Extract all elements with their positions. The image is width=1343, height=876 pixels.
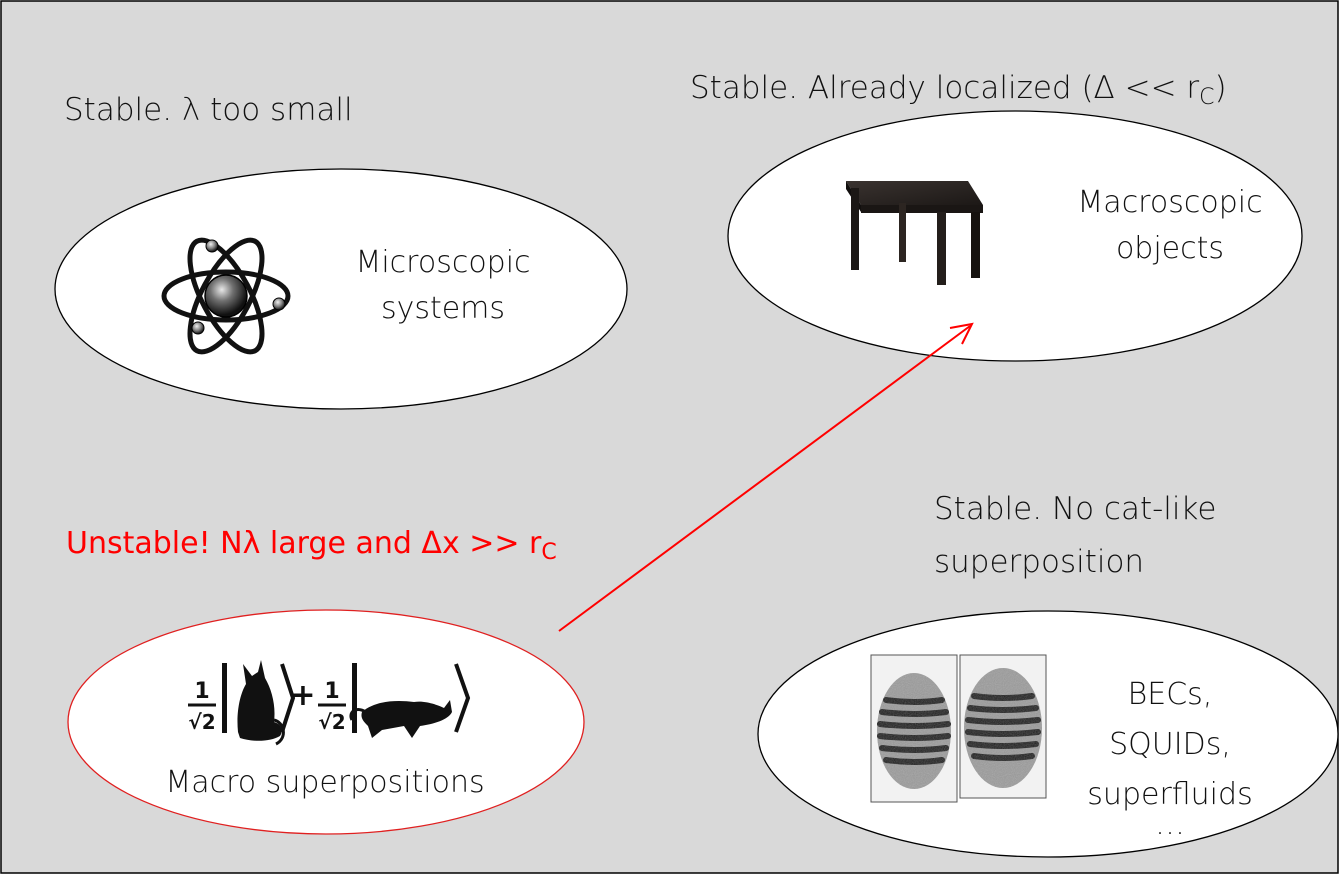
- caption-macroscopic-stable: Stable. Already localized (Δ << rC): [690, 70, 1227, 110]
- fraction-denominator-2: √2: [318, 710, 345, 734]
- microscopic-line1: Microscopic: [355, 245, 531, 280]
- atom-icon: [161, 237, 291, 355]
- caption-unstable-prefix: Unstable! Nλ large and Δx >> r: [66, 526, 542, 561]
- fraction-numerator-2: 1: [324, 679, 339, 704]
- caption-macroscopic-subscript: C: [1199, 85, 1215, 110]
- ellipse-macroscopic: [727, 110, 1303, 362]
- macroscopic-objects-label: Macroscopic objects: [1040, 180, 1300, 272]
- macro-superpositions-text: Macro superpositions: [165, 765, 485, 800]
- interference-fringes-image: [870, 654, 1047, 803]
- caption-macroscopic-suffix: ): [1214, 70, 1227, 106]
- plus-sign: +: [290, 678, 315, 713]
- macro-superpositions-label: Macro superpositions: [120, 760, 530, 806]
- condensates-line4: …: [1155, 807, 1185, 842]
- condensates-line3: superfluids: [1087, 777, 1253, 812]
- caption-unstable-subscript: C: [541, 540, 557, 565]
- caption-condensates-line1: Stable. No cat-like: [934, 491, 1217, 527]
- caption-macroscopic-prefix: Stable. Already localized (Δ << r: [690, 70, 1200, 106]
- caption-condensates-line2: superposition: [934, 544, 1145, 580]
- red-arrow: [558, 322, 974, 632]
- microscopic-systems-label: Microscopic systems: [318, 240, 568, 332]
- microscopic-line2: systems: [380, 291, 506, 326]
- condensates-line1: BECs,: [1127, 677, 1213, 712]
- caption-microscopic-stable: Stable. λ too small: [64, 92, 353, 128]
- condensates-label: BECs, SQUIDs, superfluids: [1050, 670, 1290, 820]
- schrodinger-cat-state-icon: 1 √2 + 1 √2: [188, 660, 471, 746]
- table-icon: [846, 181, 983, 285]
- macroscopic-line2: objects: [1115, 231, 1225, 266]
- macroscopic-line1: Macroscopic: [1077, 185, 1263, 220]
- fraction-numerator-1: 1: [194, 679, 209, 704]
- caption-condensates-stable: Stable. No cat-like superposition: [934, 483, 1216, 589]
- condensates-line2: SQUIDs,: [1109, 727, 1231, 762]
- fraction-denominator-1: √2: [188, 710, 215, 734]
- caption-unstable: Unstable! Nλ large and Δx >> rC: [66, 526, 557, 565]
- condensates-ellipsis: …: [1120, 810, 1220, 840]
